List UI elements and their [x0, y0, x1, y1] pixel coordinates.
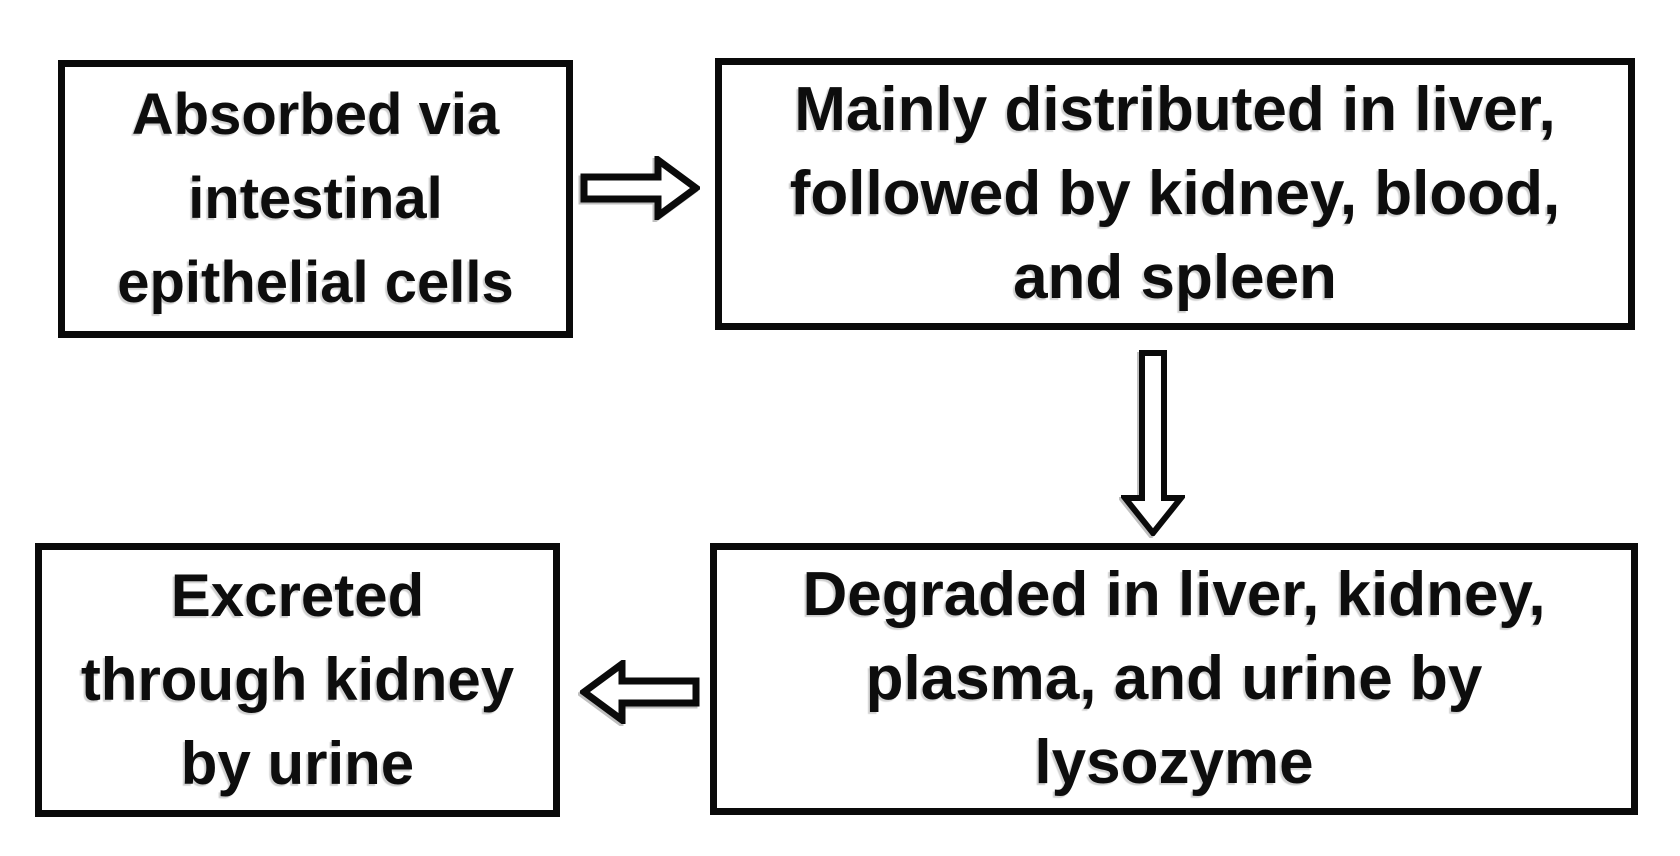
- flow-arrow-down-icon: [1121, 350, 1185, 536]
- flow-box-absorption-line-1: Absorbed via: [131, 82, 500, 147]
- flow-box-excretion: Excreted through kidney by urine: [35, 543, 560, 817]
- flow-box-absorption: Absorbed via intestinal epithelial cells: [58, 60, 573, 338]
- flow-arrow-left-icon: [580, 660, 700, 724]
- flow-box-distribution: Mainly distributed in liver, followed by…: [715, 58, 1635, 330]
- flow-box-degradation-line-1: Degraded in liver, kidney,: [802, 560, 1546, 629]
- flow-box-excretion-line-1: Excreted: [170, 562, 425, 629]
- flow-box-distribution-line-1: Mainly distributed in liver,: [794, 75, 1556, 144]
- flow-box-absorption-line-2: intestinal: [188, 166, 443, 231]
- flow-box-absorption-line-3: epithelial cells: [117, 250, 514, 315]
- flow-arrow-right-icon: [580, 156, 700, 220]
- flow-box-excretion-line-2: through kidney: [80, 646, 515, 713]
- flow-box-degradation-line-2: plasma, and urine by: [865, 644, 1483, 713]
- flow-box-degradation-line-3: lysozyme: [1034, 728, 1314, 797]
- flow-box-degradation: Degraded in liver, kidney, plasma, and u…: [710, 543, 1638, 815]
- flow-box-distribution-line-3: and spleen: [1013, 243, 1337, 312]
- flow-box-distribution-line-2: followed by kidney, blood,: [789, 159, 1561, 228]
- flow-box-excretion-line-3: by urine: [180, 730, 415, 797]
